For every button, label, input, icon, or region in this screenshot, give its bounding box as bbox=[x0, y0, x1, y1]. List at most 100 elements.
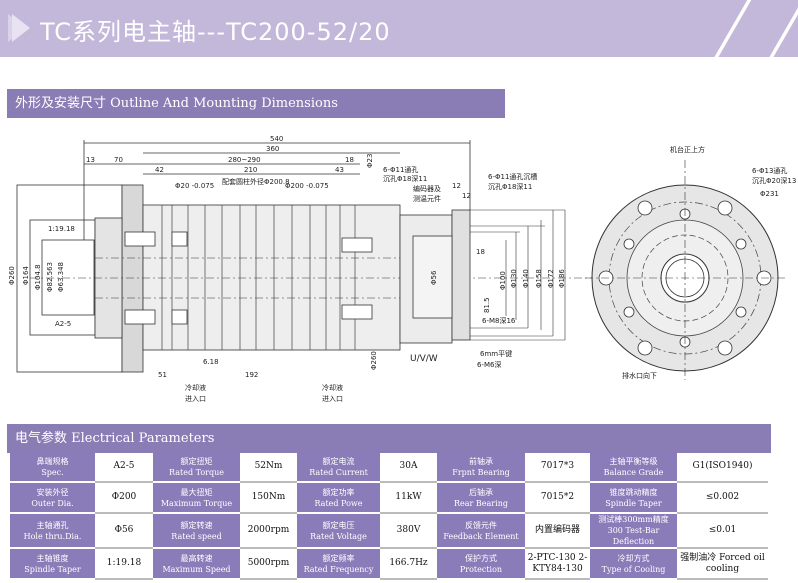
dim-51: 51 bbox=[158, 371, 167, 379]
dim-phi23: Φ23 bbox=[366, 154, 374, 168]
param-label-cn: 最高转速 bbox=[180, 553, 213, 563]
param-label-cn: 安装外径 bbox=[36, 487, 69, 497]
param-label-cn: 反馈元件 bbox=[465, 520, 497, 530]
param-label-en: Type of Cooling bbox=[601, 564, 666, 574]
param-label-en: Balance Grade bbox=[603, 467, 664, 477]
dim-360: 360 bbox=[266, 145, 279, 153]
param-value: 11kW bbox=[380, 483, 437, 514]
dim-phi158: Φ158 bbox=[535, 269, 543, 288]
param-label-cn: 额定频率 bbox=[322, 553, 355, 563]
dim-phi231: Φ231 bbox=[760, 190, 779, 198]
param-value: ≤0.01 bbox=[677, 514, 768, 549]
param-value: 7017*3 bbox=[525, 452, 590, 483]
param-label-en: Rated Current bbox=[309, 467, 368, 477]
param-label-cn: 额定功率 bbox=[322, 487, 355, 497]
dim-280-290: 280~290 bbox=[228, 156, 261, 164]
dim-42: 42 bbox=[155, 166, 164, 174]
decorative-slash bbox=[709, 0, 755, 65]
dim-12a: 12 bbox=[452, 182, 461, 190]
param-value: 2000rpm bbox=[240, 514, 297, 549]
encoder-note-b: 测温元件 bbox=[413, 194, 441, 203]
param-label-cn: 额定电压 bbox=[322, 520, 355, 530]
dim-210: 210 bbox=[244, 166, 257, 174]
param-label-cn: 保护方式 bbox=[465, 553, 497, 563]
hole-note-3b: 沉孔Φ20深13 bbox=[752, 176, 796, 185]
play-arrow-icon bbox=[12, 14, 30, 42]
drain-note: 排水口向下 bbox=[622, 371, 657, 380]
dim-taper: 1:19.18 bbox=[48, 225, 75, 233]
param-value: 1:19.18 bbox=[95, 549, 153, 580]
param-label-en: Frpnt Bearing bbox=[452, 467, 510, 477]
dim-phi63: Φ63.348 bbox=[57, 262, 65, 292]
dim-phi100: Φ100 bbox=[499, 271, 507, 290]
dim-18: 18 bbox=[345, 156, 354, 164]
coolant-in-2b: 进入口 bbox=[322, 395, 343, 403]
dim-phi104-8: Φ104.8 bbox=[34, 264, 42, 290]
param-value: 内置编码器 bbox=[525, 514, 590, 549]
param-value: 2-PTC-130 2-KTY84-130 bbox=[525, 549, 590, 580]
param-label-cn: 锥度跳动精度 bbox=[609, 487, 658, 497]
param-label-en: Rated speed bbox=[171, 531, 222, 541]
decorative-slash bbox=[764, 0, 798, 65]
dim-13: 13 bbox=[86, 156, 95, 164]
param-value: 5000rpm bbox=[240, 549, 297, 580]
param-value: 166.7Hz bbox=[380, 549, 437, 580]
param-label-cn: 冷却方式 bbox=[617, 553, 650, 563]
dim-6-18: 6.18 bbox=[203, 358, 219, 366]
param-label-cn: 后轴承 bbox=[469, 487, 493, 497]
param-label-cn: 额定扭矩 bbox=[180, 456, 213, 466]
coolant-in-1a: 冷却液 bbox=[185, 383, 206, 392]
param-label-en: Spindle Taper bbox=[24, 564, 81, 574]
param-value: 52Nm bbox=[240, 452, 297, 483]
param-label-en: Maximum Speed bbox=[162, 564, 231, 574]
dim-phi172: Φ172 bbox=[547, 269, 555, 288]
hole-note-3a: 6-Φ13通孔 bbox=[752, 166, 787, 175]
param-label-cn: 鼻端规格 bbox=[36, 456, 69, 466]
hole-note-1a: 6-Φ11通孔 bbox=[383, 165, 418, 174]
key-note: 6mm平键 bbox=[480, 349, 512, 358]
param-label-en: Rated Frequency bbox=[303, 564, 374, 574]
param-label-cn: 额定电流 bbox=[322, 456, 355, 466]
param-label-en: Spindle Taper bbox=[605, 498, 662, 508]
param-label-en: Protection bbox=[459, 564, 503, 574]
param-label-cn: 额定转速 bbox=[180, 520, 213, 530]
dim-phi82: Φ82.563 bbox=[46, 262, 54, 292]
uvw-label: U/V/W bbox=[410, 354, 438, 364]
param-value: Φ56 bbox=[95, 514, 153, 549]
outline-drawing: 540 360 13 70 280~290 18 42 210 43 Φ20 -… bbox=[8, 135, 796, 403]
dim-phi200-8: 配套圆柱外径Φ200.8 bbox=[222, 177, 290, 186]
coolant-in-1b: 进入口 bbox=[185, 395, 206, 403]
dim-70: 70 bbox=[114, 156, 123, 164]
dim-a2-5: A2-5 bbox=[55, 320, 71, 328]
section-header-electrical: 电气参数 Electrical Parameters bbox=[7, 424, 771, 453]
param-label-en: Spec. bbox=[41, 467, 64, 477]
param-value: G1(ISO1940) bbox=[677, 452, 768, 483]
param-value: 7015*2 bbox=[525, 483, 590, 514]
param-value: 380V bbox=[380, 514, 437, 549]
page-title: TC系列电主轴---TC200-52/20 bbox=[40, 18, 391, 46]
param-label-cn: 前轴承 bbox=[469, 456, 493, 466]
param-label-en: Feedback Element bbox=[443, 531, 519, 541]
